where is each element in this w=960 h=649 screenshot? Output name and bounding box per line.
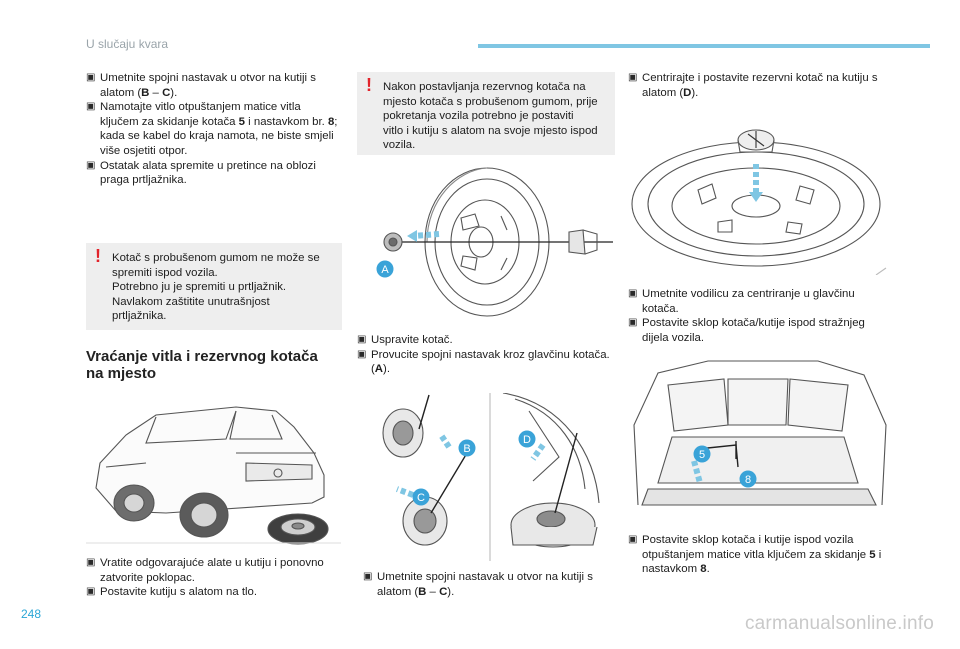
warning-text-line: vitlo i kutiju s alatom na svoje mjesto … [383,124,598,137]
warning-icon: ! [366,75,372,95]
label-b: B [463,443,470,455]
bullet-marker-icon: ▣ [86,159,96,171]
bullet-item: ▣ Umetnite spojni nastavak u otvor na kut… [86,71,341,100]
bullet-text: Umetnite spojni nastavak u otvor na kuti… [100,72,316,99]
warning-text-line: Potrebno ju je spremiti u prtljažnik. [112,281,287,294]
col1-instructions: ▣ Umetnite spojni nastavak u otvor na kut… [86,71,341,188]
label-d: D [523,434,531,446]
label-a: A [381,264,389,276]
bullet-marker-icon: ▣ [628,534,638,545]
warning-icon: ! [95,246,101,266]
bullet-marker-icon: ▣ [86,557,96,568]
label-5-badge [693,445,711,463]
section-title: U slučaju kvara [86,37,169,51]
bullet-item: ▣ Uspravite kotač. [357,333,615,348]
bullet-text: Postavite kutiju s alatom na tlo. [100,586,258,599]
col2-mid-instructions: ▣ Uspravite kotač. ▣ Provucite spojni nasta… [357,333,615,377]
bullet-marker-icon: ▣ [86,72,96,83]
warning-text-line: spremiti ispod vozila. [112,266,218,279]
bullet-text: Provucite spojni nastavak kroz glavčinu … [371,348,610,376]
bullet-item: ▣ Centrirajte i postavite rezervni kotač … [628,71,890,100]
bullet-text: Uspravite kotač. [371,334,453,346]
label-d-badge [518,430,536,448]
wheel-on-toolbox-illustration [631,129,887,275]
bullet-text: Umetnite vodilicu za centriranje u glavč… [642,288,855,315]
warning-text-line: vozila. [383,139,416,152]
warning-text-line: prtljažnika. [112,310,167,323]
watermark: carmanualsonline.info [744,613,934,634]
col3-top-instructions: ▣ Centrirajte i postavite rezervni kotač … [628,71,890,100]
bullet-text: Ostatak alata spremite u pretince na obl… [100,159,316,187]
bullet-marker-icon: ▣ [357,348,367,360]
warning-text-line: pokretanja vozila potrebno je postaviti [383,110,574,123]
label-8: 8 [745,474,751,486]
header-accent-bar [478,44,930,48]
label-c-badge [412,488,430,506]
bullet-item: ▣ Vratite odgovarajuće alate u kutiju i p… [86,556,348,585]
bullet-item: ▣ Postavite sklop kotača/kutije ispod str… [628,316,890,345]
bullet-marker-icon: ▣ [628,288,638,299]
col1-bottom-instructions: ▣ Vratite odgovarajuće alate u kutiju i p… [86,556,348,600]
col3-bottom-instructions: ▣ Postavite sklop kotača i kutije ispod v… [628,533,890,577]
bullet-marker-icon: ▣ [628,72,638,83]
warning-text-line: Navlakom zaštitite unutrašnjost [112,295,270,308]
car-boot-winch-illustration: 5 8 [633,360,887,506]
warning-text-line: mjesto kotača s probušenom gumom, prije [383,95,598,108]
bullet-text: Namotajte vitlo otpuštanjem matice vitla… [100,101,338,157]
bullet-item: ▣ Umetnite vodilicu za centriranje u glav… [628,287,890,316]
page-number: 248 [21,607,42,621]
bullet-text: Umetnite spojni nastavak u otvor na kuti… [377,571,593,598]
label-5: 5 [699,449,705,461]
bullet-text: Centrirajte i postavite rezervni kotač n… [642,72,878,99]
upright-wheel-illustration: A [376,167,613,317]
label-a-badge [376,260,394,278]
section-heading: Vraćanje vitla i rezervnog kotača na mje… [86,348,318,382]
bullet-marker-icon: ▣ [628,317,638,329]
label-b-badge [458,439,476,457]
warning-box-left: ! Kotač s probušenom gumom ne može se spr… [86,243,342,330]
bullet-item: ▣ Provucite spojni nastavak kroz glavčinu… [357,348,615,377]
bullet-text: Postavite sklop kotača i kutije ispod vo… [642,534,882,576]
label-c: C [417,492,425,504]
bullet-item: ▣ Namotajte vitlo otpuštanjem matice vitl… [86,100,341,158]
warning-box-middle: ! Nakon postavljanja rezervnog kotača na… [357,72,615,155]
tool-box-connection-illustration: B C D [382,393,600,561]
bullet-item: ▣ Ostatak alata spremite u pretince na ob… [86,159,341,188]
bullet-item: ▣ Postavite sklop kotača i kutije ispod v… [628,533,890,577]
bullet-marker-icon: ▣ [357,334,367,345]
bullet-marker-icon: ▣ [363,571,373,582]
col2-bottom-instructions: ▣ Umetnite spojni nastavak u otvor na kut… [363,570,615,599]
suv-with-spare-wheel-illustration [86,393,341,553]
col3-mid-instructions: ▣ Umetnite vodilicu za centriranje u glav… [628,287,890,345]
bullet-marker-icon: ▣ [86,101,96,113]
warning-text-line: Kotač s probušenom gumom ne može se [112,252,320,264]
bullet-item: ▣ Umetnite spojni nastavak u otvor na kut… [363,570,615,599]
bullet-text: Vratite odgovarajuće alate u kutiju i po… [100,557,324,584]
warning-text-line: Nakon postavljanja rezervnog kotača na [383,81,586,93]
bullet-text: Postavite sklop kotača/kutije ispod stra… [642,317,865,344]
bullet-item: ▣ Postavite kutiju s alatom na tlo. [86,585,348,600]
bullet-marker-icon: ▣ [86,586,96,598]
label-8-badge [739,470,757,488]
